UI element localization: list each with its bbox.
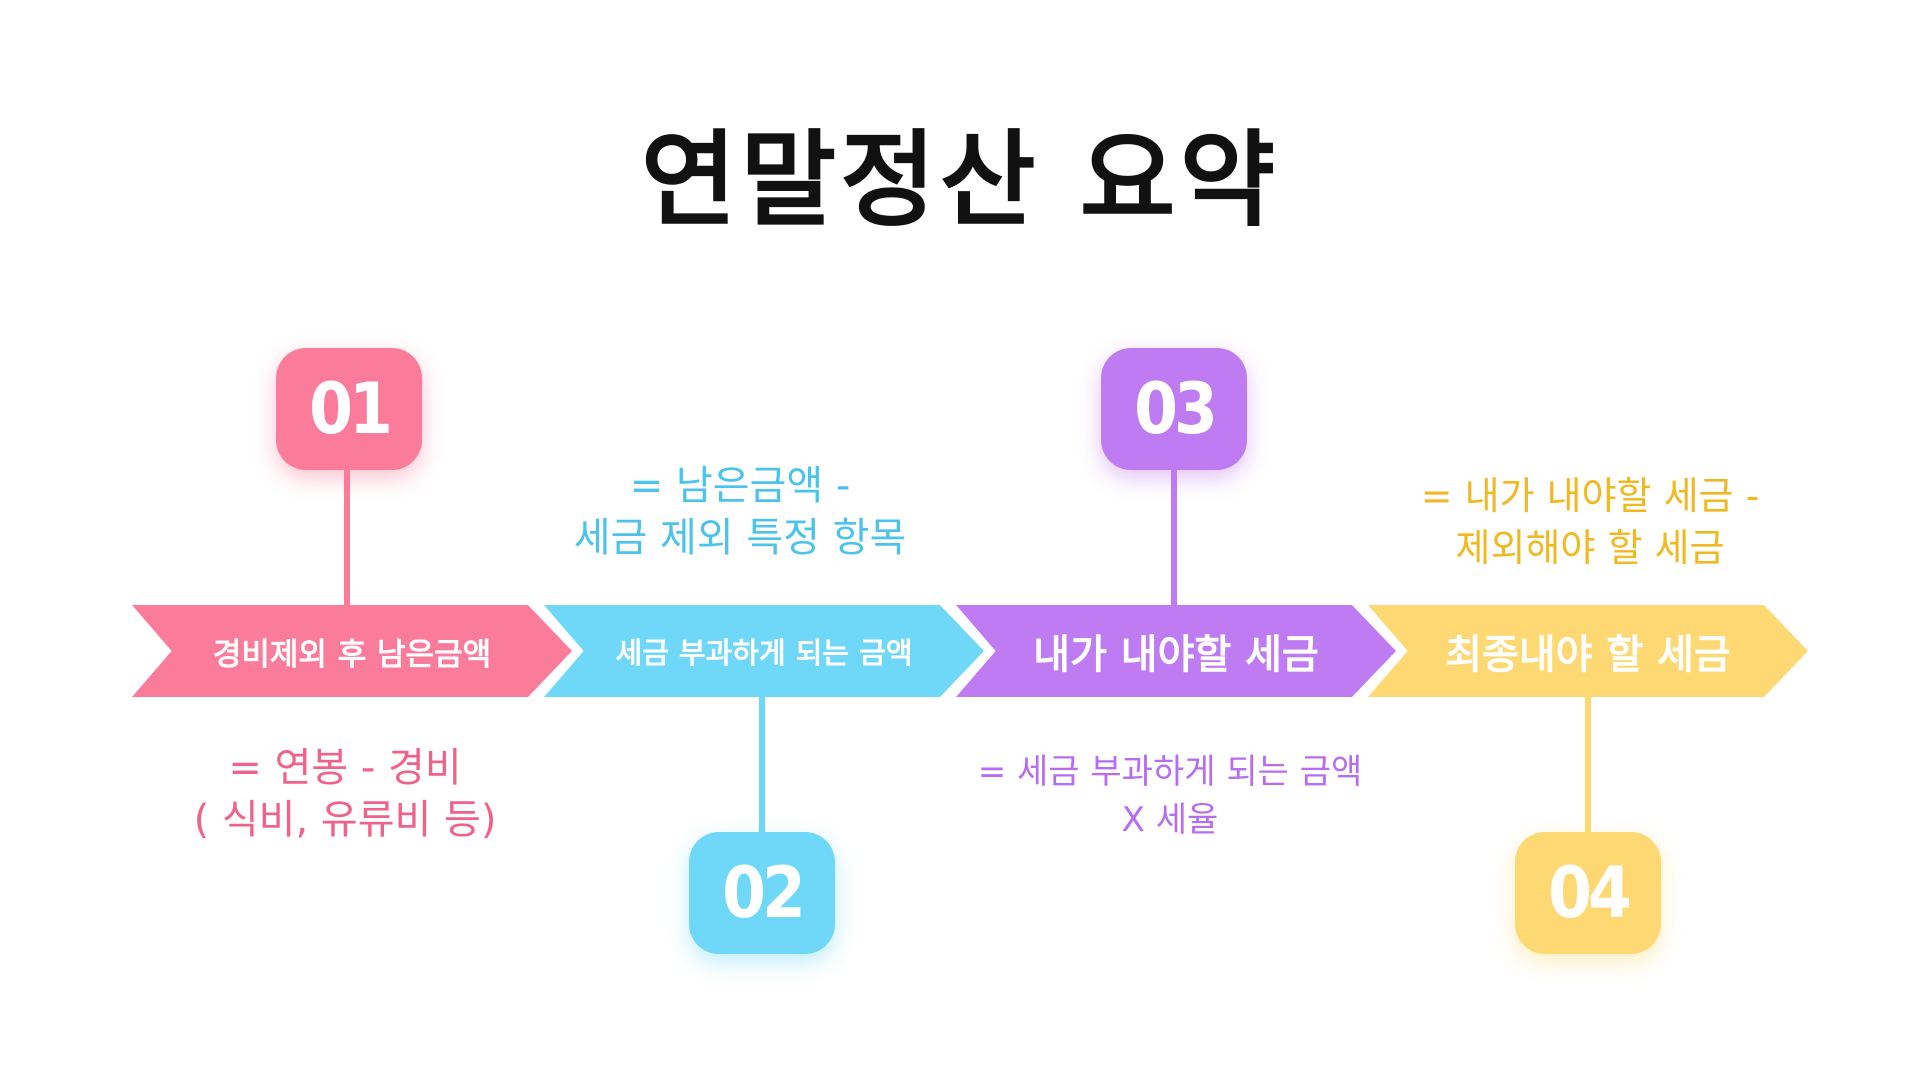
step-1-description-line-1: = 연봉 - 경비: [228, 745, 462, 791]
page-title: 연말정산 요약: [640, 119, 1280, 241]
step-4-description: = 내가 내야할 세금 - 제외해야 할 세금: [1370, 470, 1810, 574]
step-3-number-badge: 03: [1101, 348, 1247, 470]
step-4-arrow: 최종내야 할 세금: [1368, 605, 1808, 697]
step-4-number-badge: 04: [1515, 832, 1661, 954]
step-1-number-badge: 01: [276, 348, 422, 470]
step-2-number-badge: 02: [689, 832, 835, 954]
step-2-connector: [759, 690, 765, 840]
step-2-description-line-1: = 남은금액 -: [629, 463, 851, 509]
step-2-description: = 남은금액 - 세금 제외 특정 항목: [530, 460, 950, 564]
step-2-label: 세금 부과하게 되는 금액: [615, 636, 913, 670]
step-4-description-line-2: 제외해야 할 세금: [1455, 526, 1725, 570]
step-3-description-line-2: X 세율: [1121, 800, 1219, 840]
step-3-label: 내가 내야할 세금: [1033, 632, 1319, 678]
step-1-description-line-2: ( 식비, 유류비 등): [193, 797, 497, 843]
step-2-arrow: 세금 부과하게 되는 금액: [544, 605, 984, 697]
step-1-description: = 연봉 - 경비 ( 식비, 유류비 등): [145, 742, 545, 846]
step-4-label: 최종내야 할 세금: [1445, 632, 1731, 678]
step-3-description: = 세금 부과하게 되는 금액 X 세율: [935, 748, 1405, 844]
step-3-description-line-1: = 세금 부과하게 되는 금액: [977, 752, 1363, 792]
step-3-arrow: 내가 내야할 세금: [956, 605, 1396, 697]
step-1-connector: [344, 465, 350, 610]
step-4-description-line-1: = 내가 내야할 세금 -: [1420, 474, 1760, 518]
step-4-connector: [1585, 690, 1591, 840]
step-3-connector: [1171, 465, 1177, 610]
step-2-description-line-2: 세금 제외 특정 항목: [573, 515, 907, 561]
step-1-arrow: 경비제외 후 남은금액: [132, 605, 572, 697]
step-1-label: 경비제외 후 남은금액: [212, 636, 492, 673]
